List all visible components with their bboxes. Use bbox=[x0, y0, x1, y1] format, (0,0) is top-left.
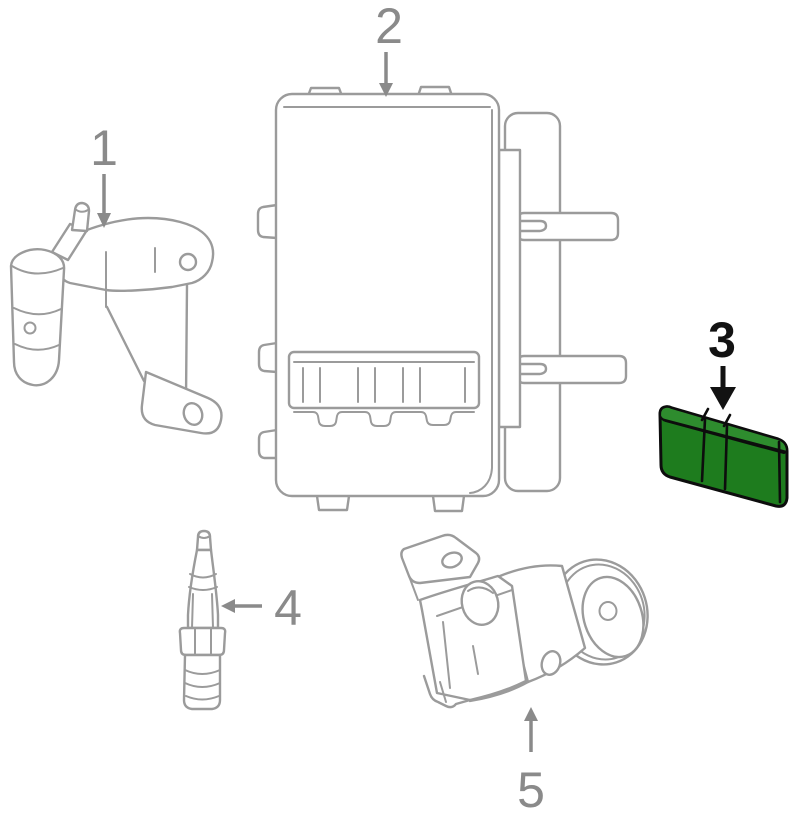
bracket-leg-left-edge bbox=[105, 305, 146, 383]
part-5-coil-bracket-assembly bbox=[400, 533, 649, 709]
bracket-body bbox=[418, 574, 528, 702]
part-2-engine-control-module bbox=[256, 85, 628, 513]
callout-3: 3 bbox=[708, 312, 736, 410]
callout-2-arrow-head bbox=[379, 83, 393, 97]
part-3-highlighted-module bbox=[658, 405, 789, 508]
bracket-body-crease bbox=[442, 621, 451, 689]
highlight-module-seam-top-right bbox=[722, 413, 732, 428]
bracket-top-ear bbox=[400, 533, 481, 585]
callout-5-arrow-head bbox=[524, 707, 538, 721]
bracket-leg-right-edge bbox=[184, 283, 189, 400]
bracket-lower-bolt-hole bbox=[182, 402, 204, 426]
sensor-band-line-1 bbox=[13, 307, 62, 316]
callout-3-number: 3 bbox=[708, 312, 736, 368]
callout-3-arrow-head bbox=[710, 387, 736, 410]
sensor-body bbox=[9, 248, 66, 387]
module-flange-strip bbox=[497, 148, 522, 429]
callout-5: 5 bbox=[517, 707, 545, 815]
highlight-module-seam-top-left bbox=[700, 407, 710, 422]
callout-4-arrow-head bbox=[221, 599, 235, 613]
spark-plug-thread-2 bbox=[184, 682, 221, 688]
bracket-lower-arm bbox=[140, 370, 223, 435]
spark-plug-insulator-rib-2 bbox=[188, 586, 218, 591]
bracket-top-bolt-hole bbox=[178, 252, 198, 272]
sensor-body-hole bbox=[23, 321, 37, 335]
spark-plug-shell bbox=[182, 653, 222, 711]
sensor-tip-cap-line bbox=[74, 208, 89, 213]
spark-plug-terminal-cap-line bbox=[197, 535, 211, 539]
bracket-plate bbox=[58, 216, 215, 292]
module-right-seam bbox=[469, 109, 494, 494]
part-1-sensor-with-bracket bbox=[9, 201, 223, 435]
callout-2-number: 2 bbox=[375, 0, 403, 54]
spark-plug-thread-3 bbox=[185, 695, 220, 701]
spark-plug-insulator-edge-right bbox=[211, 593, 214, 629]
module-connector-lower-edge bbox=[293, 411, 475, 427]
callout-1: 1 bbox=[90, 120, 118, 228]
callout-4-number: 4 bbox=[274, 580, 302, 636]
bracket-body-slot bbox=[472, 645, 479, 675]
arm-lower-contour bbox=[468, 680, 530, 703]
ear-to-body-edge bbox=[408, 575, 419, 601]
module-left-tab-2 bbox=[257, 341, 279, 374]
coil-center-hole bbox=[598, 601, 618, 621]
module-left-tab-1 bbox=[256, 203, 279, 240]
highlight-module-front-top-edge bbox=[662, 418, 788, 454]
module-connector-pins bbox=[302, 367, 466, 403]
highlight-module-right-edge bbox=[777, 440, 782, 504]
callout-1-arrow-head bbox=[97, 213, 111, 228]
bracket-dome-line bbox=[467, 586, 494, 594]
highlight-module-seam-right bbox=[723, 423, 729, 491]
arm-bolt-hole bbox=[540, 650, 562, 676]
spark-plug-insulator-edge-left bbox=[191, 593, 194, 629]
module-top-tab-left bbox=[306, 86, 344, 98]
sensor-top-rim bbox=[11, 265, 64, 275]
module-top-tab-right bbox=[416, 85, 454, 98]
bracket-feet bbox=[422, 674, 472, 709]
spark-plug-hex bbox=[178, 626, 227, 657]
highlight-module-seam-left bbox=[700, 417, 707, 483]
ear-bolt-hole bbox=[441, 551, 463, 569]
module-connector-block bbox=[287, 350, 481, 410]
callout-2: 2 bbox=[375, 0, 403, 97]
spark-plug-thread-1 bbox=[184, 669, 221, 675]
sensor-band-line-2 bbox=[14, 343, 60, 351]
callout-5-number: 5 bbox=[517, 762, 545, 815]
callout-4: 4 bbox=[221, 580, 302, 636]
bracket-foot-line bbox=[439, 681, 447, 703]
bracket-dome-boss bbox=[460, 580, 500, 626]
callout-1-number: 1 bbox=[90, 120, 118, 176]
spark-plug-insulator-rib-1 bbox=[189, 573, 217, 579]
module-front-housing bbox=[274, 92, 501, 498]
sensor-tip bbox=[70, 201, 91, 233]
highlight-module-top-face bbox=[658, 405, 789, 455]
module-bottom-tab-right bbox=[431, 494, 466, 513]
spark-plug-terminal-nut bbox=[195, 529, 213, 552]
module-bottom-tab-left bbox=[315, 494, 351, 512]
part-4-spark-plug bbox=[178, 529, 227, 711]
module-left-tab-3 bbox=[257, 428, 279, 460]
